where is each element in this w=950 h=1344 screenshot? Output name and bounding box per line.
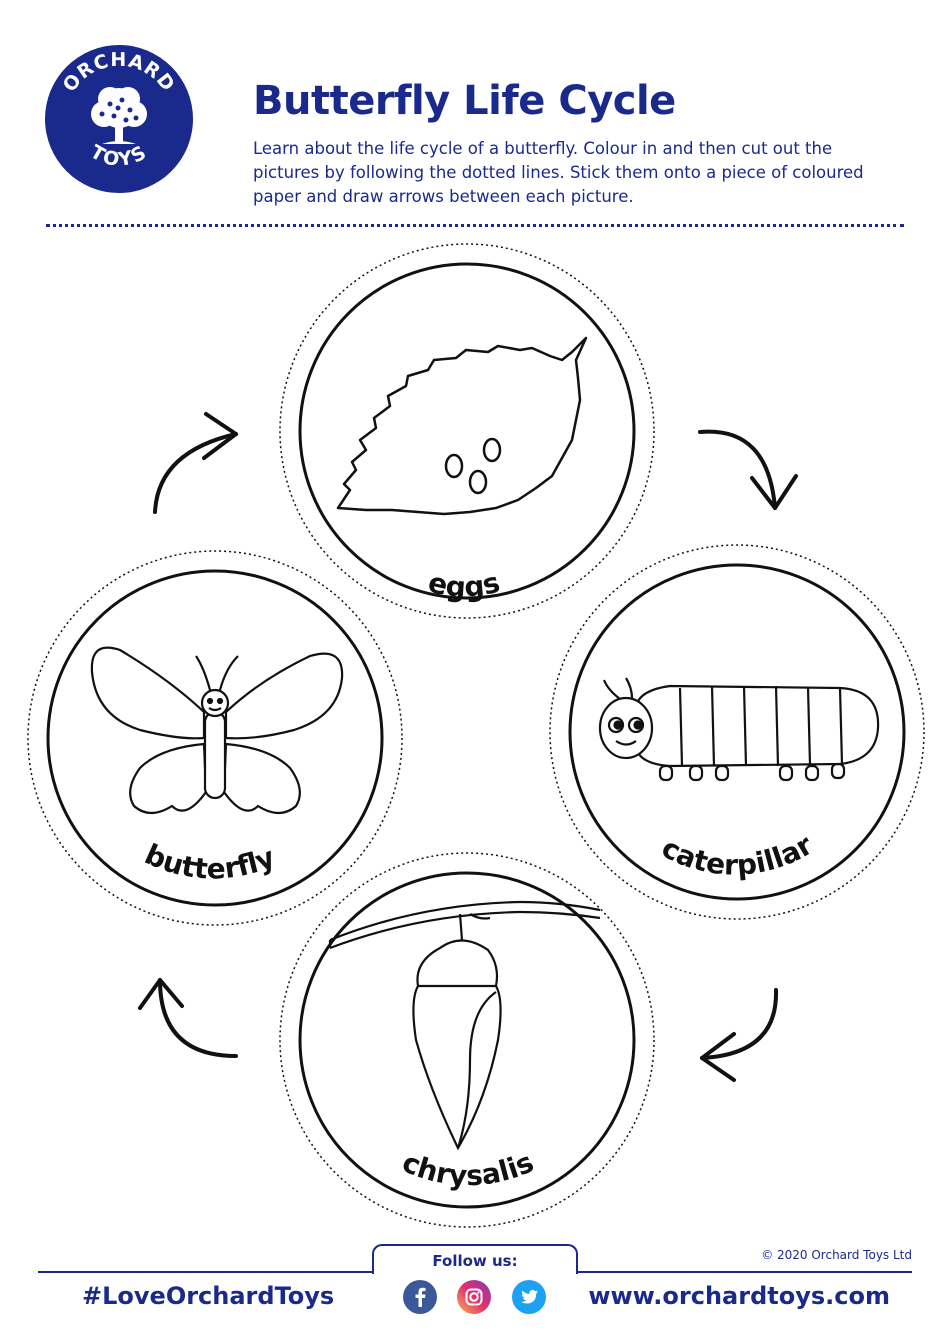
stage-eggs[interactable]: eggs <box>279 243 655 619</box>
follow-tab <box>372 1244 578 1274</box>
footer-rule-left <box>38 1271 374 1273</box>
leaf-with-eggs-icon <box>336 336 588 516</box>
page-title: Butterfly Life Cycle <box>253 78 676 124</box>
twitter-icon[interactable] <box>512 1280 546 1314</box>
arrow-eggs-to-caterpillar <box>698 429 798 510</box>
arrow-caterpillar-to-chrysalis <box>700 988 779 1082</box>
copyright-text: © 2020 Orchard Toys Ltd <box>761 1248 912 1262</box>
facebook-icon[interactable] <box>403 1280 437 1314</box>
svg-text:eggs: eggs <box>425 566 503 604</box>
intro-text: Learn about the life cycle of a butterfl… <box>253 139 864 206</box>
butterfly-icon <box>90 646 344 815</box>
instagram-icon[interactable] <box>457 1280 491 1314</box>
arrow-chrysalis-to-butterfly <box>138 978 238 1058</box>
stage-label-eggs: eggs <box>425 566 503 604</box>
caterpillar-icon <box>598 677 880 782</box>
website-link[interactable]: www.orchardtoys.com <box>588 1282 890 1310</box>
chrysalis-icon <box>328 900 601 1151</box>
stage-caterpillar[interactable]: caterpillar <box>549 544 925 920</box>
hashtag-link[interactable]: #LoveOrchardToys <box>82 1282 335 1310</box>
follow-label: Follow us: <box>432 1252 518 1270</box>
orchard-toys-logo[interactable]: ORCHARD TOYS <box>44 44 194 194</box>
stage-butterfly[interactable]: butterfly <box>27 550 403 926</box>
arrow-butterfly-to-eggs <box>153 412 238 514</box>
dotted-divider <box>46 224 904 227</box>
footer-rule-right <box>576 1271 912 1273</box>
life-cycle-diagram: eggs caterpillar <box>27 243 925 1228</box>
stage-chrysalis[interactable]: chrysalis <box>279 852 655 1228</box>
